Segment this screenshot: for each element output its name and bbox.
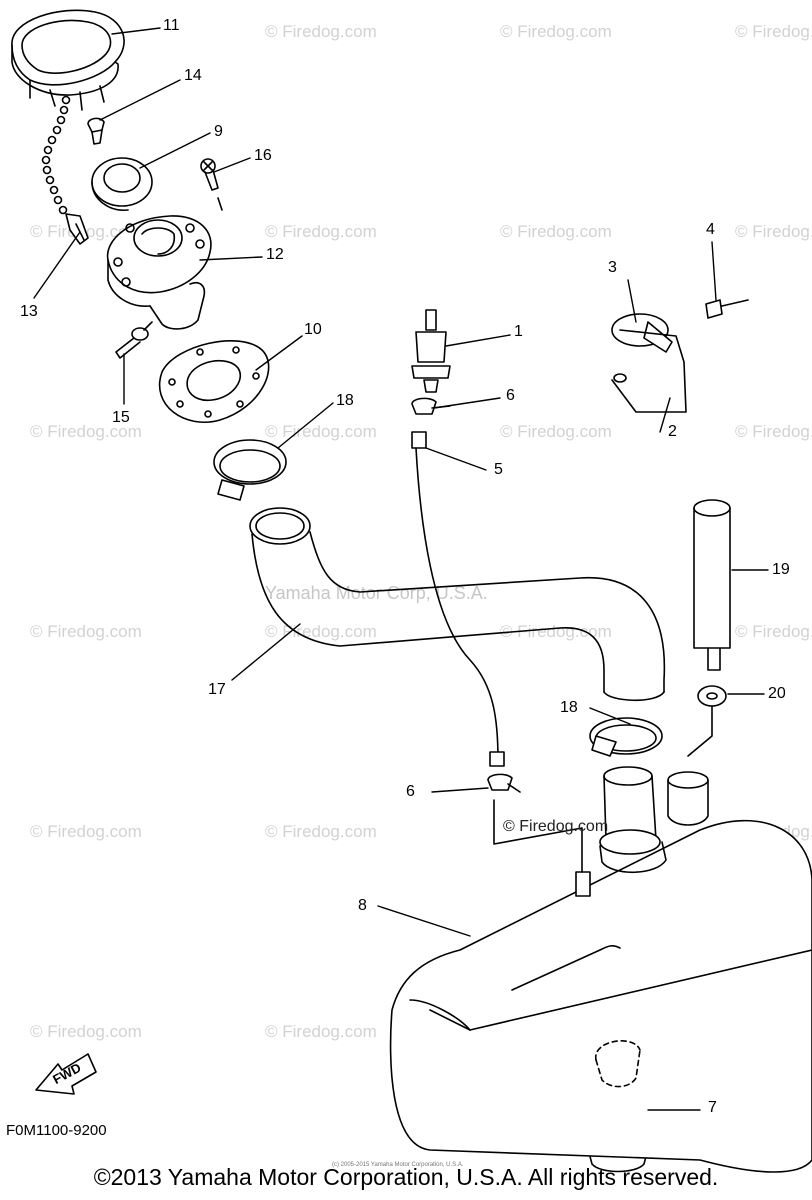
part-10-gasket [159, 340, 270, 423]
callout-2: 2 [668, 423, 677, 440]
part-8-fuel-tank [389, 819, 812, 1173]
callout-20: 20 [768, 685, 786, 702]
callout-17: 17 [208, 681, 226, 698]
watermark: © Firedog.com [735, 422, 812, 441]
part-20-washer [697, 685, 727, 707]
assembly-guide-line [687, 705, 713, 757]
callout-6-lower: 6 [406, 783, 415, 800]
part-18-hose-clamp-lower [589, 717, 663, 757]
watermark: © Firedog.com [265, 822, 377, 841]
part-14-screw [87, 117, 105, 145]
callout-4: 4 [706, 221, 715, 238]
watermark: © Firedog.com [500, 22, 612, 41]
watermark: © Firedog.com [265, 22, 377, 41]
watermark: © Firedog.com [735, 222, 812, 241]
watermark: © Firedog.com [30, 822, 142, 841]
center-watermark: © Firedog.com [503, 818, 609, 835]
drawing-code: F0M1100-9200 [6, 1122, 107, 1139]
part-12-filler-neck [106, 197, 223, 330]
tank-vent-fitting [667, 771, 709, 826]
callout-12: 12 [266, 246, 284, 263]
fwd-arrow [35, 1053, 97, 1095]
callout-19: 19 [772, 561, 790, 578]
watermark: © Firedog.com [500, 622, 612, 641]
callout-3: 3 [608, 259, 617, 276]
watermark: © Firedog.com [500, 422, 612, 441]
tiny-copyright: (c) 2005-2015 Yamaha Motor Corporation, … [332, 1162, 464, 1168]
part-1-valve [411, 309, 451, 393]
assembly-guide-line [493, 799, 583, 873]
leader-lines [33, 27, 769, 1111]
callout-18-lower: 18 [560, 699, 578, 716]
copyright-notice: ©2013 Yamaha Motor Corporation, U.S.A. A… [93, 1164, 719, 1190]
callout-18: 18 [336, 392, 354, 409]
callout-7: 7 [708, 1099, 717, 1116]
callout-14: 14 [184, 67, 202, 84]
part-11-fuel-cap [11, 9, 125, 111]
part-15-screw [115, 321, 153, 359]
tank-vent-nipple [575, 871, 591, 897]
watermark: © Firedog.com [265, 622, 377, 641]
callout-6: 6 [506, 387, 515, 404]
watermark: © Firedog.com [735, 622, 812, 641]
callout-9: 9 [214, 123, 223, 140]
callout-8: 8 [358, 897, 367, 914]
part-13-cap-chain [41, 95, 89, 245]
watermark: © Firedog.com [30, 622, 142, 641]
watermark: © Firedog.com [500, 222, 612, 241]
part-3-band [611, 313, 673, 353]
part-16-screw [200, 158, 219, 191]
callout-1: 1 [514, 323, 523, 340]
watermark: © Firedog.com [735, 22, 812, 41]
callout-13: 13 [20, 303, 38, 320]
watermark: © Firedog.com [265, 222, 377, 241]
part-9-seal [91, 157, 153, 211]
callout-15: 15 [112, 409, 130, 426]
part-19-tube [693, 499, 731, 671]
callout-16: 16 [254, 147, 272, 164]
part-5-vent-tube [411, 431, 505, 767]
part-17-fuel-hose [249, 507, 666, 702]
watermark: © Firedog.com [265, 1022, 377, 1041]
part-4-bolt [705, 299, 749, 319]
watermark: © Firedog.com [30, 422, 142, 441]
part-18-hose-clamp [213, 439, 287, 501]
callout-10: 10 [304, 321, 322, 338]
callout-11: 11 [163, 17, 180, 34]
part-6-clip-lower [487, 773, 521, 793]
callout-5: 5 [494, 461, 503, 478]
tank-filler-fitting [599, 766, 667, 873]
watermark: © Firedog.com [30, 1022, 142, 1041]
part-2-bracket [611, 329, 687, 413]
